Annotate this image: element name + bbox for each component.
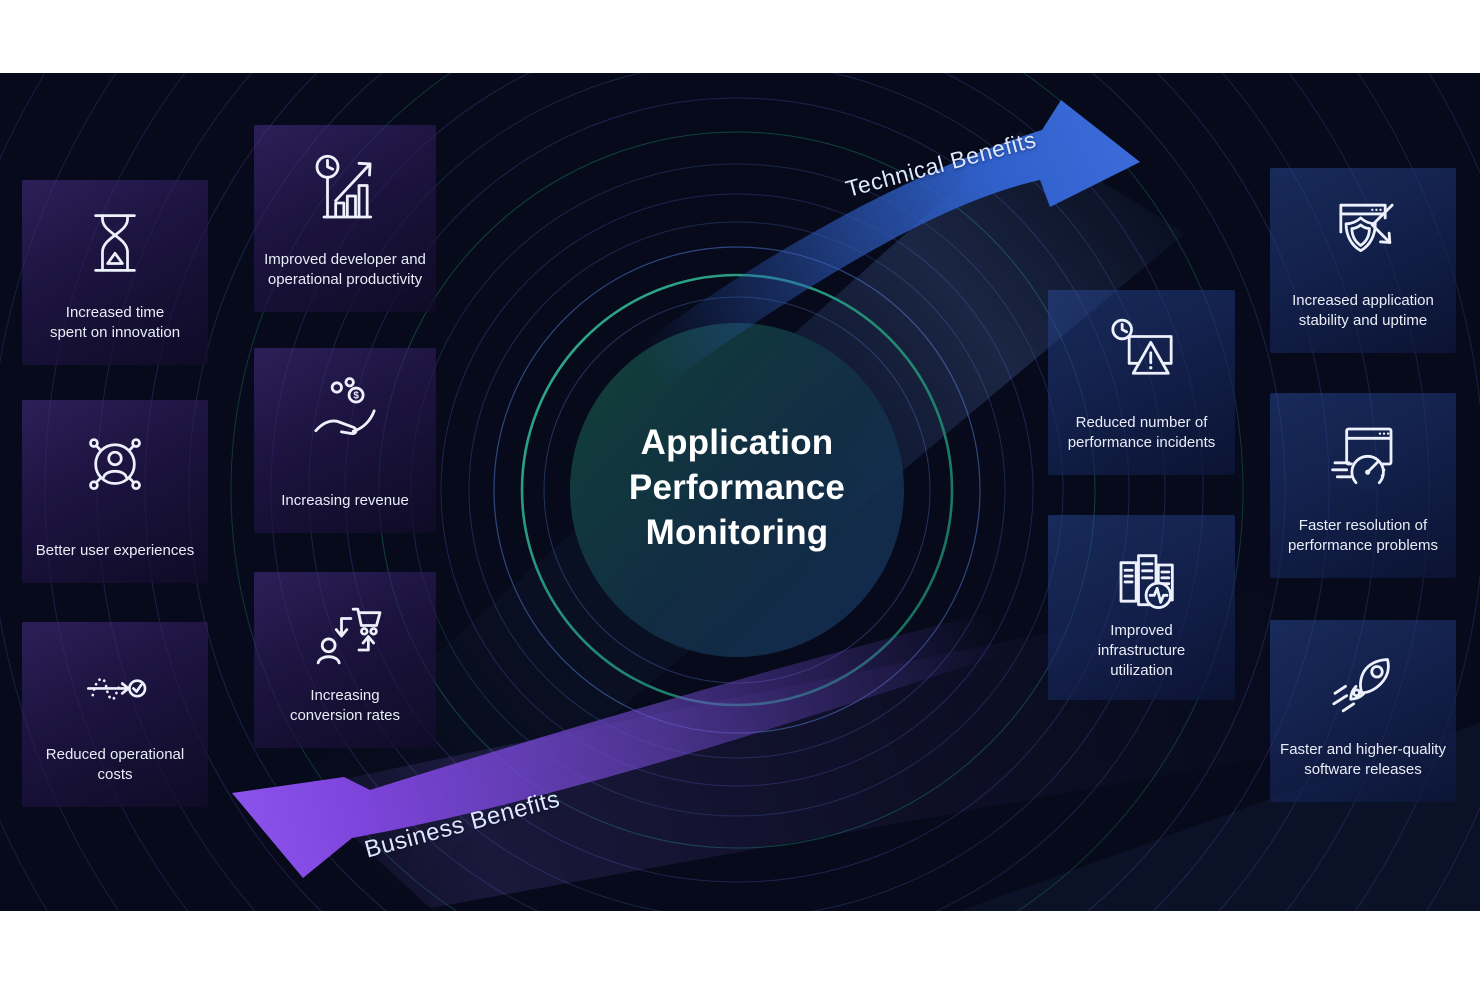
card-label: Reduced operational costs — [45, 746, 185, 784]
card-reduced-performance-incidents: Reduced number of performance incidents — [1048, 290, 1235, 475]
card-better-user-experiences: Better user experiences — [22, 400, 208, 583]
card-label: Better user experiences — [35, 542, 195, 560]
card-increasing-conversion-rates: Increasing conversion rates — [254, 572, 436, 748]
user-network-icon — [74, 422, 156, 504]
hand-coins-icon: $ — [303, 370, 387, 454]
productivity-chart-icon — [303, 147, 387, 231]
card-increased-time-innovation: Increased time spent on innovation — [22, 180, 208, 365]
card-label: Faster and higher-quality software relea… — [1280, 741, 1446, 779]
conversion-cart-icon — [303, 594, 387, 678]
card-developer-productivity: Improved developer and operational produ… — [254, 125, 436, 312]
card-label: Increased application stability and upti… — [1292, 292, 1434, 330]
card-label: Increasing revenue — [281, 492, 409, 510]
card-faster-resolution: Faster resolution of performance problem… — [1270, 393, 1456, 578]
speedometer-browser-icon — [1321, 415, 1405, 499]
card-faster-software-releases: Faster and higher-quality software relea… — [1270, 620, 1456, 802]
technical-benefits-arrow — [640, 100, 1140, 385]
card-application-stability-uptime: Increased application stability and upti… — [1270, 168, 1456, 353]
infrastructure-servers-icon — [1100, 537, 1184, 621]
card-label: Reduced number of performance incidents — [1067, 414, 1216, 452]
page-title: Application Performance Monitoring — [628, 423, 846, 552]
svg-text:$: $ — [353, 391, 359, 402]
card-label: Faster resolution of performance problem… — [1287, 517, 1439, 555]
card-label: Improved developer and operational produ… — [264, 251, 426, 289]
shield-browser-icon — [1321, 190, 1405, 274]
card-increasing-revenue: $ Increasing revenue — [254, 348, 436, 533]
cost-reduction-icon — [75, 644, 155, 724]
card-label: Increasing conversion rates — [289, 687, 401, 725]
infographic-canvas: Technical Benefits Business Benefits App… — [0, 73, 1480, 911]
incident-alert-icon — [1100, 312, 1184, 396]
hourglass-icon — [74, 202, 156, 284]
card-label: Increased time spent on innovation — [49, 304, 181, 342]
card-label: Improved infrastructure utilization — [1097, 622, 1186, 679]
business-benefits-arrow — [232, 612, 1000, 878]
rocket-icon — [1321, 642, 1405, 726]
card-reduced-operational-costs: Reduced operational costs — [22, 622, 208, 807]
card-improved-infrastructure-utilization: Improved infrastructure utilization — [1048, 515, 1235, 700]
